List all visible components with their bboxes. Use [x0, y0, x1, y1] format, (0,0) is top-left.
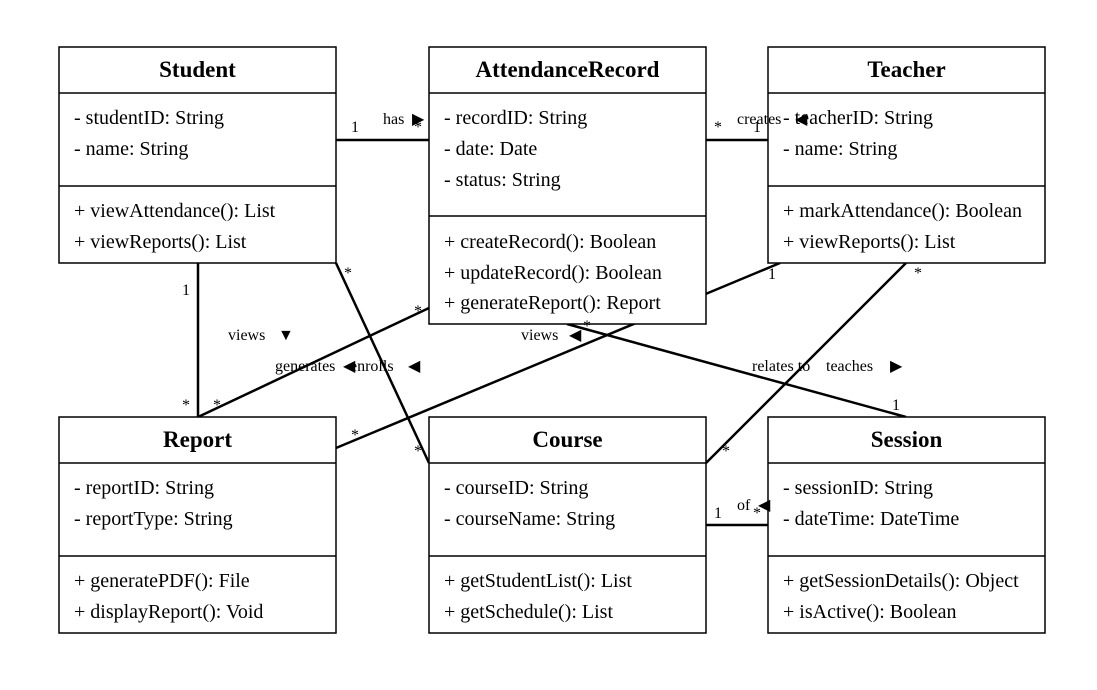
assoc-has-arrow-icon: ▶ — [412, 111, 425, 128]
class-report: Report - reportID: String - reportType: … — [58, 416, 337, 634]
class-course-attribute: - courseName: String — [444, 508, 615, 530]
class-student-attribute: - studentID: String — [74, 107, 224, 129]
assoc-relates-to-label: relates to — [752, 358, 810, 375]
assoc-enrolls-arrow-icon: ◀ — [408, 358, 421, 375]
class-teacher-method: + viewReports(): List — [783, 231, 956, 253]
class-attendance-record-attribute: - date: Date — [444, 138, 537, 160]
assoc-generates-mult-report: * — [213, 397, 221, 414]
class-session-method: + isActive(): Boolean — [783, 601, 956, 623]
assoc-student-views-label: views — [228, 327, 265, 344]
assoc-has-mult-attendance: * — [414, 119, 422, 136]
assoc-generates-arrow-icon: ◀ — [343, 358, 356, 375]
class-attendance-record-name: AttendanceRecord — [476, 57, 660, 82]
assoc-enrolls-mult-course: * — [414, 443, 422, 460]
assoc-teaches-label: teaches — [826, 358, 873, 375]
class-session: Session - sessionID: String - dateTime: … — [767, 416, 1046, 634]
class-attendance-record-method: + createRecord(): Boolean — [444, 231, 656, 253]
assoc-creates-label: creates — [737, 111, 781, 128]
assoc-of-label: of — [737, 497, 751, 514]
association-annotations: has ▶ 1 * creates ◀ * 1 views ▼ 1 * gene… — [182, 111, 922, 522]
class-course-attribute: - courseID: String — [444, 477, 588, 499]
class-teacher: Teacher - teacherID: String - name: Stri… — [767, 46, 1046, 264]
assoc-enrolls-label: enrolls — [350, 358, 394, 375]
edge-attendance-generates-report — [197, 306, 430, 419]
assoc-teaches-mult-teacher: * — [914, 265, 922, 282]
class-attendance-record-attribute: - status: String — [444, 169, 561, 191]
assoc-relates-to-mult-session: 1 — [892, 397, 900, 414]
assoc-teacher-views-label: views — [521, 327, 558, 344]
assoc-of-mult-session: * — [753, 505, 761, 522]
assoc-generates-mult-attendance: * — [414, 303, 422, 320]
class-session-attribute: - sessionID: String — [783, 477, 933, 499]
class-teacher-box — [767, 46, 1046, 264]
class-student: Student - studentID: String - name: Stri… — [58, 46, 337, 264]
class-course: Course - courseID: String - courseName: … — [428, 416, 707, 634]
class-student-method: + viewReports(): List — [74, 231, 247, 253]
class-course-name: Course — [532, 427, 602, 452]
assoc-student-views-mult-report: * — [182, 397, 190, 414]
edge-student-enrolls-course — [334, 262, 431, 464]
class-attendance-record: AttendanceRecord - recordID: String - da… — [428, 46, 707, 325]
class-attendance-record-method: + generateReport(): Report — [444, 292, 661, 314]
class-course-box — [428, 416, 707, 634]
class-teacher-attribute: - name: String — [783, 138, 897, 160]
assoc-of-arrow-icon: ◀ — [758, 497, 771, 514]
class-report-method: + displayReport(): Void — [74, 601, 263, 623]
class-teacher-attribute: - teacherID: String — [783, 107, 933, 129]
class-course-method: + getSchedule(): List — [444, 601, 613, 623]
assoc-has-mult-student: 1 — [351, 119, 359, 136]
class-teacher-name: Teacher — [867, 57, 945, 82]
class-session-box — [767, 416, 1046, 634]
assoc-enrolls-mult-student: * — [344, 265, 352, 282]
edge-teacher-teaches-course — [705, 262, 907, 464]
assoc-student-views-mult-student: 1 — [182, 282, 190, 299]
class-student-method: + viewAttendance(): List — [74, 200, 276, 222]
assoc-teacher-views-mult-report: * — [351, 427, 359, 444]
assoc-relates-to-mult-attendance: * — [583, 318, 591, 335]
assoc-teacher-views-mult-teacher: 1 — [768, 266, 776, 283]
class-report-method: + generatePDF(): File — [74, 570, 250, 592]
class-session-name: Session — [871, 427, 943, 452]
class-report-attribute: - reportType: String — [74, 508, 233, 530]
class-session-method: + getSessionDetails(): Object — [783, 570, 1019, 592]
class-student-attribute: - name: String — [74, 138, 188, 160]
edge-attendance-relates-session — [566, 322, 907, 419]
class-teacher-method: + markAttendance(): Boolean — [783, 200, 1022, 222]
assoc-of-mult-course: 1 — [714, 505, 722, 522]
class-attendance-record-attribute: - recordID: String — [444, 107, 587, 129]
class-student-box — [58, 46, 337, 264]
class-report-attribute: - reportID: String — [74, 477, 214, 499]
assoc-creates-mult-attendance: * — [714, 119, 722, 136]
assoc-creates-arrow-icon: ◀ — [795, 111, 808, 128]
class-course-method: + getStudentList(): List — [444, 570, 632, 592]
class-attendance-record-method: + updateRecord(): Boolean — [444, 262, 662, 284]
assoc-creates-mult-teacher: 1 — [753, 119, 761, 136]
assoc-has-label: has — [383, 111, 404, 128]
assoc-teaches-mult-course: * — [722, 443, 730, 460]
class-report-name: Report — [163, 427, 232, 452]
assoc-generates-label: generates — [275, 358, 335, 375]
assoc-teaches-arrow-icon: ▶ — [890, 358, 903, 375]
assoc-teacher-views-arrow-icon: ◀ — [569, 327, 582, 344]
class-report-box — [58, 416, 337, 634]
assoc-student-views-arrow-icon: ▼ — [278, 327, 294, 344]
class-session-attribute: - dateTime: DateTime — [783, 508, 959, 530]
class-student-name: Student — [159, 57, 236, 82]
